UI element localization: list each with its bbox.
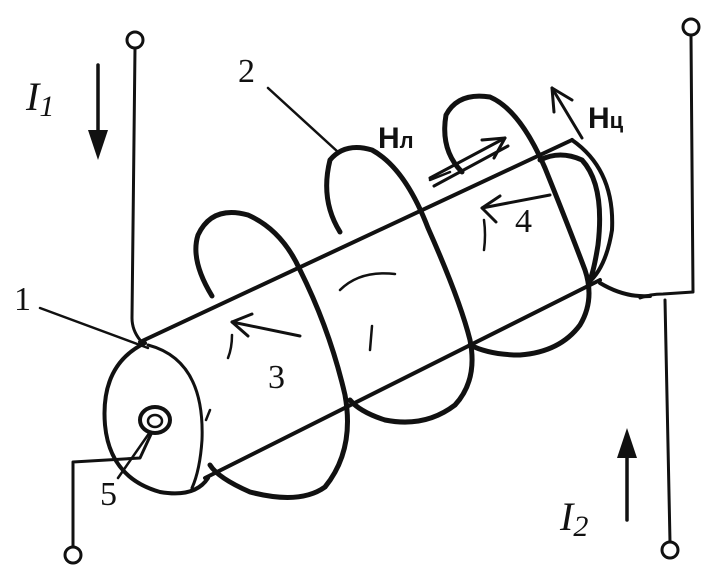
- cylinder-core: [102, 138, 615, 496]
- arrow-current-4: [480, 193, 552, 252]
- arrow-field-longitudinal: [428, 136, 510, 188]
- label-2: 2: [238, 53, 255, 90]
- terminal-bottom-right: [660, 540, 680, 560]
- lead-wire-right-bottom: [663, 298, 672, 544]
- arrow-current-i2: [617, 428, 637, 522]
- arrow-current-3: [226, 312, 302, 360]
- terminal-top-left: [125, 30, 145, 50]
- arrow-field-circular: [550, 86, 584, 140]
- label-field-circular: Hц: [588, 102, 624, 135]
- lead-wire-top-left: [130, 46, 142, 342]
- label-4: 4: [515, 203, 532, 240]
- label-current-i1: I1: [25, 74, 54, 123]
- terminal-bottom-left: [63, 545, 83, 565]
- central-hole: [138, 405, 172, 435]
- leader-line-1: [38, 306, 150, 350]
- lead-wire-bottom-left: [71, 430, 154, 549]
- lead-wire-coil-end: [598, 281, 652, 299]
- helical-coil: [193, 93, 603, 500]
- label-current-i2: I2: [559, 494, 588, 543]
- label-3: 3: [268, 359, 285, 396]
- label-5: 5: [100, 476, 117, 513]
- label-1: 1: [14, 281, 31, 318]
- leader-line-2: [266, 86, 340, 154]
- lead-wire-right-top: [638, 33, 695, 300]
- leader-line-5: [116, 430, 152, 480]
- label-field-longitudinal: Hл: [378, 122, 414, 155]
- arrow-current-i1: [88, 63, 108, 160]
- terminal-top-right: [681, 17, 701, 37]
